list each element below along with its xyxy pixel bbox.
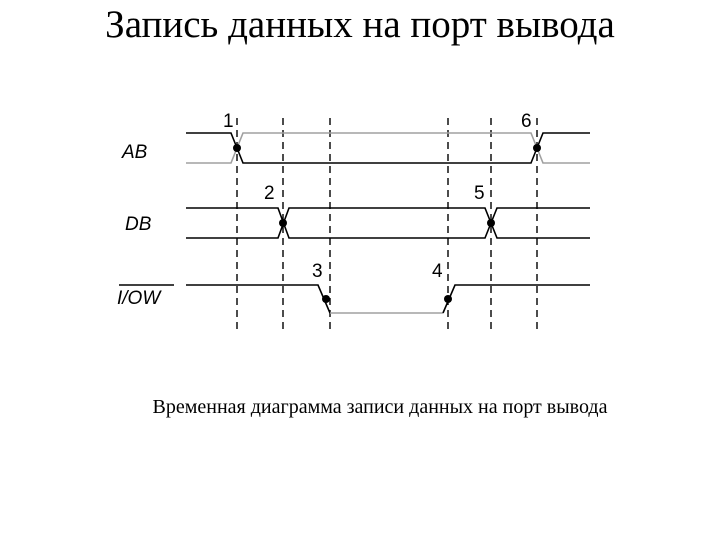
signal-label-iow: I/OW: [117, 288, 162, 309]
waveform-ab: [186, 132, 590, 164]
event-dots: [233, 144, 541, 303]
marker-number-1: 1: [223, 111, 234, 132]
waveform-db: [186, 207, 590, 239]
page-title: Запись данных на порт вывода: [105, 3, 615, 46]
event-dot-4: [444, 295, 452, 303]
event-dot-5: [487, 219, 495, 227]
marker-number-4: 4: [432, 261, 443, 282]
event-dot-1: [233, 144, 241, 152]
diagram-caption: Временная диаграмма записи данных на пор…: [152, 396, 608, 418]
signal-label-ab: AB: [121, 142, 148, 163]
marker-number-5: 5: [474, 183, 485, 204]
event-dot-6: [533, 144, 541, 152]
marker-number-6: 6: [521, 111, 532, 132]
event-dot-3: [322, 295, 330, 303]
marker-number-2: 2: [264, 183, 275, 204]
signal-label-db: DB: [125, 214, 152, 235]
waveform-iow: [186, 284, 590, 314]
event-dot-2: [279, 219, 287, 227]
marker-number-3: 3: [312, 261, 323, 282]
